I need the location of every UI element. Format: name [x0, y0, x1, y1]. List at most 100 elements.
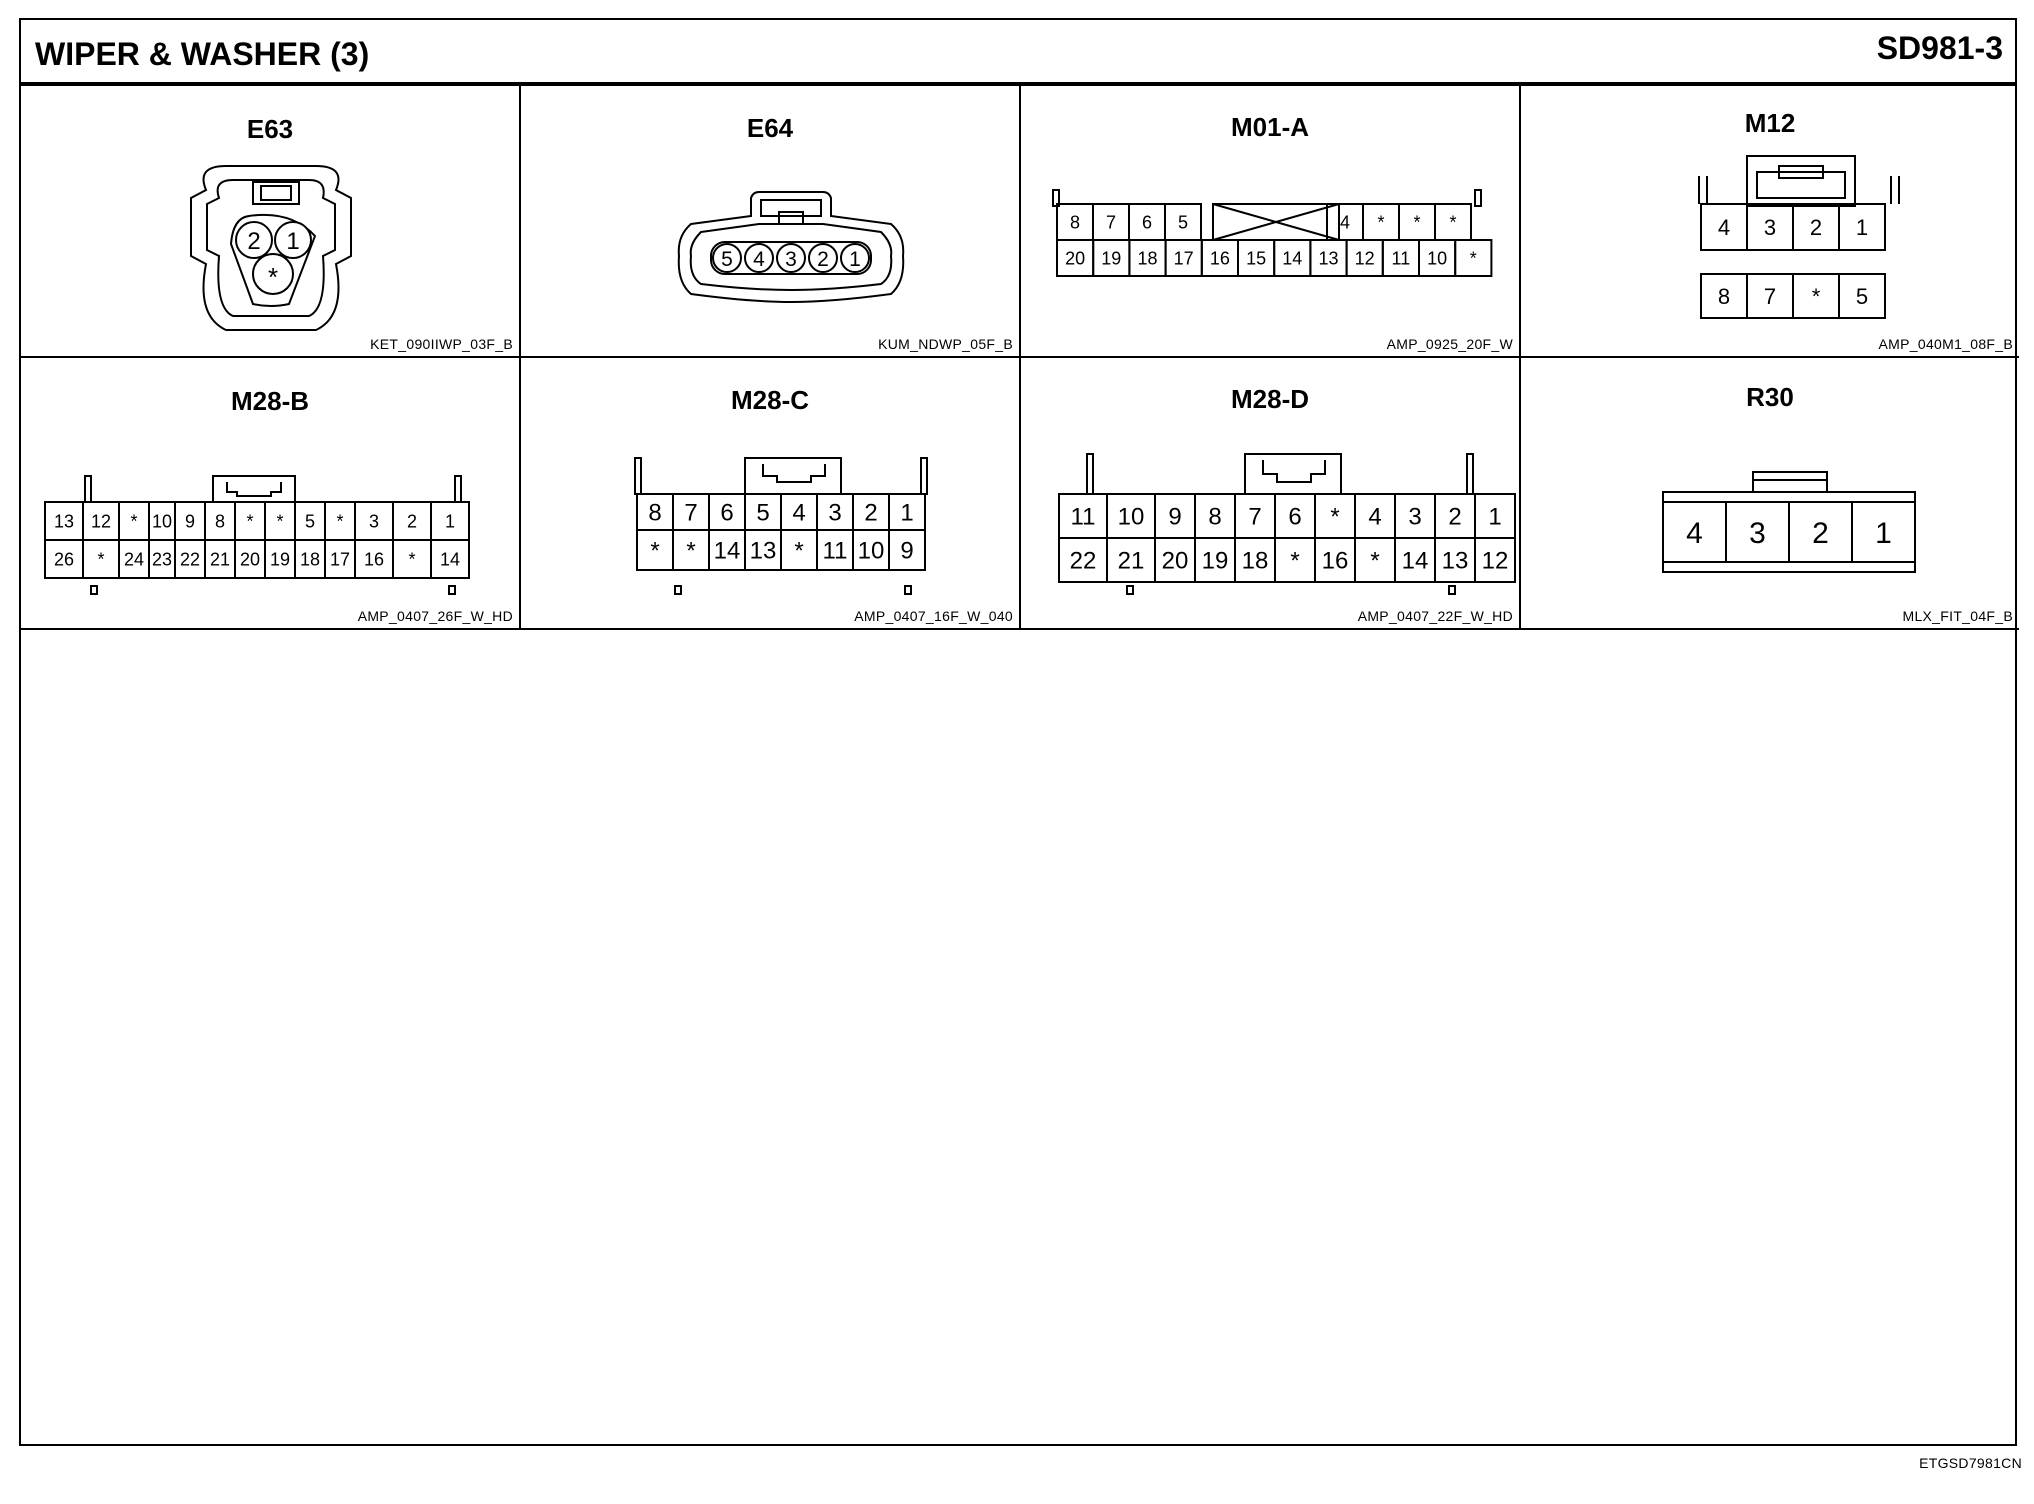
pin-label: 16 — [1210, 248, 1230, 268]
pin-label: 3 — [828, 500, 841, 527]
pin-label: 22 — [1070, 548, 1097, 575]
pin-label: 11 — [1392, 248, 1411, 268]
pin-label: 18 — [1137, 248, 1157, 268]
pin-label: 18 — [1242, 548, 1269, 575]
pin-label: 3 — [1408, 504, 1421, 531]
pin-label: 1 — [1856, 215, 1868, 240]
pin-label: 5 — [1178, 212, 1188, 232]
page-title: WIPER & WASHER (3) — [35, 36, 370, 72]
pin-label: 12 — [1355, 248, 1375, 268]
connector-type: AMP_0407_22F_W_HD — [1357, 608, 1513, 624]
pin-label: 5 — [1856, 284, 1868, 309]
pin-label: 2 — [247, 228, 260, 255]
pin-label: 12 — [91, 511, 111, 531]
pin-label: 1 — [1488, 504, 1501, 531]
pin-label: 3 — [369, 511, 379, 531]
pin-label: 7 — [684, 500, 697, 527]
connector-name: M28-D — [1230, 384, 1309, 414]
pin-label: 15 — [1246, 248, 1266, 268]
pin-label: 1 — [445, 511, 455, 531]
pin-label: 9 — [185, 511, 195, 531]
pin-label: 14 — [1282, 248, 1302, 268]
pin-label: * — [1470, 248, 1477, 268]
pin-label: * — [1812, 284, 1821, 309]
connector-type: AMP_0925_20F_W — [1386, 336, 1513, 352]
diagram-frame: WIPER & WASHER (3) SD981-3 E63 2 1 * KET… — [19, 18, 2019, 1446]
connector-e64-drawing: 5 4 3 2 1 — [677, 191, 905, 304]
pin-label: 4 — [1368, 504, 1381, 531]
pin-label: * — [97, 549, 104, 569]
pin-label: 6 — [1142, 212, 1152, 232]
connector-e63: E63 2 1 * KET_090IIWP_03F_B — [21, 86, 521, 358]
pin-label: 10 — [1427, 248, 1447, 268]
pin-cell — [1454, 239, 1493, 277]
connector-name: M28-B — [230, 386, 309, 416]
pin-label: 6 — [720, 500, 733, 527]
pin-label: 20 — [240, 549, 260, 569]
pin-label: 7 — [1248, 504, 1261, 531]
pin-label: 3 — [1749, 517, 1766, 550]
pin-label: 7 — [1764, 284, 1776, 309]
pin-label: 20 — [1065, 248, 1085, 268]
pin-label: 13 — [750, 538, 777, 565]
page-code: SD981-3 — [1876, 30, 2003, 66]
connector-type: KET_090IIWP_03F_B — [370, 336, 513, 352]
pin-label: * — [794, 538, 803, 565]
connector-type: KUM_NDWP_05F_B — [878, 336, 1013, 352]
pin-label: * — [1377, 212, 1384, 232]
pin-label: 6 — [1288, 504, 1301, 531]
pin-label: 19 — [270, 549, 290, 569]
pin-label: 8 — [1718, 284, 1730, 309]
pin-label: 4 — [753, 248, 765, 271]
connector-type: MLX_FIT_04F_B — [1902, 608, 2013, 624]
pin-label: * — [650, 538, 659, 565]
pin-label: 2 — [817, 248, 829, 271]
pin-label: 2 — [864, 500, 877, 527]
connector-name: M01-A — [1230, 112, 1309, 142]
pin-label: 11 — [1071, 504, 1096, 531]
pin-label: * — [276, 511, 283, 531]
pin-label: 5 — [756, 500, 769, 527]
pin-label: 8 — [1070, 212, 1080, 232]
pin-cell — [430, 539, 470, 579]
pin-label: 1 — [1875, 517, 1892, 550]
connector-type: AMP_040M1_08F_B — [1878, 336, 2013, 352]
header-bar: WIPER & WASHER (3) SD981-3 — [21, 20, 2015, 86]
connector-type: AMP_0407_16F_W_040 — [854, 608, 1013, 624]
pin-label: 4 — [792, 500, 805, 527]
pin-label: 11 — [823, 538, 848, 565]
pin-label: 8 — [1208, 504, 1221, 531]
pin-label: 2 — [1810, 215, 1822, 240]
pin-label: 21 — [1118, 548, 1145, 575]
pin-cell — [1474, 537, 1516, 583]
pin-label: 17 — [330, 549, 350, 569]
pin-cell — [1838, 273, 1886, 319]
pin-label: 10 — [858, 538, 885, 565]
pin-label: * — [336, 511, 343, 531]
connector-name: E64 — [746, 113, 794, 143]
pin-cell — [1838, 203, 1886, 251]
pin-label: 16 — [364, 549, 384, 569]
pin-label: 20 — [1162, 548, 1189, 575]
document-ref: ETGSD7981CN — [1919, 1455, 2022, 1471]
pin-cell — [1851, 501, 1916, 563]
pin-label: 4 — [1718, 215, 1730, 240]
pin-label: 1 — [900, 500, 913, 527]
pin-label: 13 — [54, 511, 74, 531]
pin-label: 19 — [1202, 548, 1229, 575]
connector-e63-drawing: 2 1 * — [190, 165, 352, 331]
pin-label: 1 — [286, 228, 299, 255]
pin-label: 19 — [1101, 248, 1121, 268]
connector-m12-drawing: 4 3 2 1 8 7 * 5 — [1698, 155, 1900, 319]
pin-label: 7 — [1106, 212, 1116, 232]
pin-label: 24 — [124, 549, 144, 569]
pin-label: * — [1413, 212, 1420, 232]
pin-label: 3 — [1764, 215, 1776, 240]
